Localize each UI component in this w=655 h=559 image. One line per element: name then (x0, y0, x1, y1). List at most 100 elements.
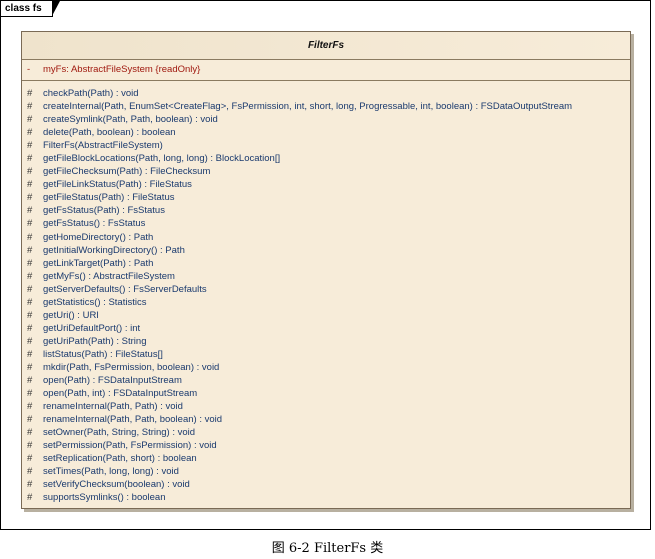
operation-row: # getInitialWorkingDirectory() : Path (22, 244, 630, 257)
operation-row-signature: renameInternal(Path, Path, boolean) : vo… (43, 414, 223, 426)
visibility-marker: # (27, 166, 33, 178)
operation-row: # getUriDefaultPort() : int (22, 322, 630, 335)
operation-row-signature: getUriDefaultPort() : int (43, 322, 141, 334)
visibility-marker: # (27, 440, 33, 452)
operation-row-signature: setReplication(Path, short) : boolean (43, 453, 197, 465)
diagram-frame: class fs FilterFs -myFs: AbstractFileSys… (0, 0, 651, 530)
operation-row-signature: mkdir(Path, FsPermission, boolean) : voi… (43, 361, 220, 373)
operation-row-signature: createSymlink(Path, Path, boolean) : voi… (43, 114, 218, 126)
operation-row-signature: renameInternal(Path, Path) : void (43, 401, 183, 413)
operation-row-signature: getLinkTarget(Path) : Path (43, 257, 154, 269)
operation-row-signature: getFileBlockLocations(Path, long, long) … (43, 153, 281, 165)
visibility-marker: # (27, 335, 33, 347)
visibility-marker: # (27, 192, 33, 204)
operation-row: # listStatus(Path) : FileStatus[] (22, 348, 630, 361)
operation-row: # checkPath(Path) : void (22, 87, 630, 100)
visibility-marker: # (27, 388, 33, 400)
operation-row-signature: listStatus(Path) : FileStatus[] (43, 348, 163, 360)
operation-row: # getFsStatus(Path) : FsStatus (22, 204, 630, 217)
visibility-marker: # (27, 348, 33, 360)
operation-row: # getUriPath(Path) : String (22, 335, 630, 348)
visibility-marker: # (27, 492, 33, 504)
operation-row: # getFileBlockLocations(Path, long, long)… (22, 152, 630, 165)
operation-row-signature: getStatistics() : Statistics (43, 296, 147, 308)
frame-label-tab: class fs (1, 1, 60, 17)
operation-row-signature: delete(Path, boolean) : boolean (43, 127, 176, 139)
operation-row-signature: getFileChecksum(Path) : FileChecksum (43, 166, 211, 178)
operation-row: # setOwner(Path, String, String) : void (22, 426, 630, 439)
operation-row-signature: getFsStatus(Path) : FsStatus (43, 205, 165, 217)
visibility-marker: # (27, 375, 33, 387)
visibility-marker: # (27, 479, 33, 491)
operation-row: # mkdir(Path, FsPermission, boolean) : vo… (22, 361, 630, 374)
operation-row-signature: setPermission(Path, FsPermission) : void (43, 440, 217, 452)
operation-row-signature: getUriPath(Path) : String (43, 335, 147, 347)
operation-row: # setReplication(Path, short) : boolean (22, 452, 630, 465)
operation-row-signature: createInternal(Path, EnumSet<CreateFlag>… (43, 101, 573, 113)
operation-row-signature: getFsStatus() : FsStatus (43, 218, 146, 230)
operation-row: # createSymlink(Path, Path, boolean) : vo… (22, 113, 630, 126)
operation-row: # delete(Path, boolean) : boolean (22, 126, 630, 139)
operation-row: # renameInternal(Path, Path, boolean) : v… (22, 413, 630, 426)
operation-row-signature: getServerDefaults() : FsServerDefaults (43, 283, 207, 295)
visibility-marker: - (27, 64, 31, 75)
operation-row-signature: getInitialWorkingDirectory() : Path (43, 244, 185, 256)
visibility-marker: # (27, 218, 33, 230)
visibility-marker: # (27, 101, 33, 113)
visibility-marker: # (27, 361, 33, 373)
visibility-marker: # (27, 401, 33, 413)
operation-row-signature: getFileStatus(Path) : FileStatus (43, 192, 175, 204)
figure-caption: 图 6-2 FilterFs 类 (271, 541, 384, 556)
visibility-marker: # (27, 127, 33, 139)
visibility-marker: # (27, 231, 33, 243)
attributes-section: -myFs: AbstractFileSystem {readOnly} (22, 60, 630, 81)
operation-row-signature: open(Path) : FSDataInputStream (43, 375, 182, 387)
class-box-filterfs: FilterFs -myFs: AbstractFileSystem {read… (21, 31, 631, 509)
operation-row-signature: getHomeDirectory() : Path (43, 231, 154, 243)
operation-row: # renameInternal(Path, Path) : void (22, 400, 630, 413)
operation-row-signature: checkPath(Path) : void (43, 88, 139, 99)
visibility-marker: # (27, 270, 33, 282)
operation-row: # setVerifyChecksum(boolean) : void (22, 478, 630, 491)
operation-row-signature: setTimes(Path, long, long) : void (43, 466, 179, 478)
attribute-row: -myFs: AbstractFileSystem {readOnly} (22, 60, 630, 80)
visibility-marker: # (27, 88, 33, 99)
visibility-marker: # (27, 205, 33, 217)
operation-row-signature: setVerifyChecksum(boolean) : void (43, 479, 190, 491)
operation-row: # getStatistics() : Statistics (22, 296, 630, 309)
operation-row-signature: getMyFs() : AbstractFileSystem (43, 270, 175, 282)
visibility-marker: # (27, 244, 33, 256)
operation-row: # setPermission(Path, FsPermission) : voi… (22, 439, 630, 452)
operations-section: # checkPath(Path) : void # createInternal(P… (22, 81, 630, 505)
visibility-marker: # (27, 309, 33, 321)
visibility-marker: # (27, 140, 33, 152)
operation-row: # getServerDefaults() : FsServerDefaults (22, 283, 630, 296)
operation-row-signature: setOwner(Path, String, String) : void (43, 427, 196, 439)
operation-row-signature: getUri() : URI (43, 309, 99, 321)
visibility-marker: # (27, 453, 33, 465)
operation-row-signature: open(Path, int) : FSDataInputStream (43, 388, 198, 400)
visibility-marker: # (27, 322, 33, 334)
visibility-marker: # (27, 283, 33, 295)
class-name: FilterFs (22, 32, 630, 60)
operation-row-signature: supportsSymlinks() : boolean (43, 492, 166, 504)
operation-row: # getHomeDirectory() : Path (22, 231, 630, 244)
operation-row: # getFsStatus() : FsStatus (22, 217, 630, 230)
visibility-marker: # (27, 114, 33, 126)
operation-row: # getMyFs() : AbstractFileSystem (22, 270, 630, 283)
operation-row: # getLinkTarget(Path) : Path (22, 257, 630, 270)
visibility-marker: # (27, 296, 33, 308)
operation-row: # open(Path, int) : FSDataInputStream (22, 387, 630, 400)
visibility-marker: # (27, 257, 33, 269)
operation-row: # createInternal(Path, EnumSet<CreateFlag… (22, 100, 630, 113)
operation-row: # getFileStatus(Path) : FileStatus (22, 191, 630, 204)
frame-label: class fs (5, 3, 42, 14)
visibility-marker: # (27, 427, 33, 439)
operation-row: #getFileLinkStatus(Path) : FileStatus (22, 178, 630, 191)
visibility-marker: # (27, 414, 33, 426)
visibility-marker: # (27, 153, 33, 165)
operation-row: # FilterFs(AbstractFileSystem) (22, 139, 630, 152)
operation-row: # supportsSymlinks() : boolean (22, 491, 630, 504)
visibility-marker: # (27, 179, 33, 191)
operation-row-signature: FilterFs(AbstractFileSystem) (43, 140, 163, 152)
